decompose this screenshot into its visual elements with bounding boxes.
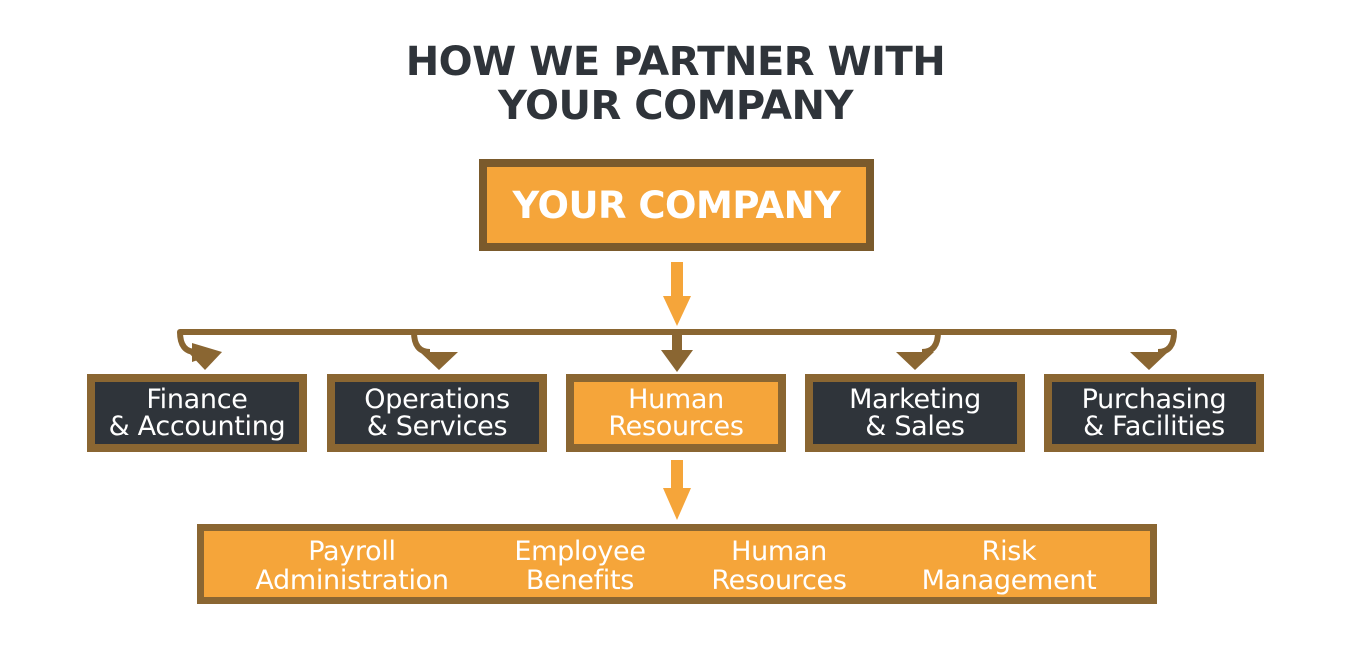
branch-arrow-hr [661,332,693,372]
service-label-line1: Human [731,536,827,567]
service-label-line2: Resources [711,565,847,596]
page-title: HOW WE PARTNER WITH YOUR COMPANY [0,40,1351,128]
your-company-label: YOUR COMPANY [487,167,866,243]
branch-arrow-finance [177,331,222,370]
dept-label-line1: Finance [146,384,248,415]
dept-purchasing-facilities: Purchasing & Facilities [1044,374,1264,452]
dept-label-line1: Operations [364,384,510,415]
dept-finance-accounting: Finance & Accounting [87,374,307,452]
your-company-box: YOUR COMPANY [479,159,874,251]
dept-label-line1: Purchasing [1081,384,1227,415]
dept-label-line2: & Services [366,411,508,442]
branch-arrow-marketing [896,331,941,370]
service-label-line2: Management [921,565,1097,596]
service-human-resources: Human Resources [711,537,846,595]
dept-human-resources: Human Resources [566,374,786,452]
service-label-line1: Risk [981,536,1037,567]
dept-label-line2: & Sales [865,411,965,442]
dept-label-line2: Resources [608,411,744,442]
branch-arrow-operations [411,331,458,370]
dept-label-line2: & Accounting [108,411,286,442]
service-label-line2: Administration [255,565,449,596]
dept-operations-services: Operations & Services [327,374,547,452]
hr-services-box: Payroll Administration Employee Benefits… [197,524,1157,604]
dept-marketing-sales: Marketing & Sales [805,374,1025,452]
hr-down-arrow [663,460,691,520]
service-label-line2: Benefits [525,565,635,596]
service-employee-benefits: Employee Benefits [514,536,646,596]
service-payroll-administration: Payroll Administration [255,536,449,596]
service-risk-management: Risk Management [922,537,1097,595]
service-label-line1: Employee [514,536,646,567]
dept-label-line2: & Facilities [1083,411,1225,442]
company-down-arrow [663,262,691,326]
dept-label-line1: Human [628,384,724,415]
title-line-1: HOW WE PARTNER WITH [405,39,946,85]
branch-arrow-purchasing [1130,331,1177,370]
dept-label-line1: Marketing [849,384,981,415]
title-line-2: YOUR COMPANY [498,83,853,129]
service-label-line1: Payroll [308,536,396,567]
